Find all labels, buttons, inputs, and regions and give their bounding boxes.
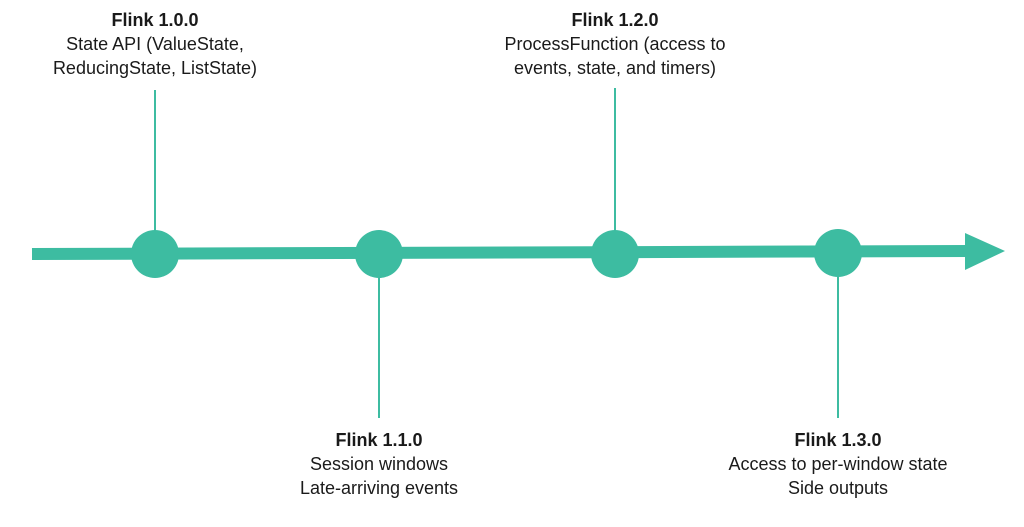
milestone-version: Flink 1.1.0 [335,430,423,450]
milestone-version: Flink 1.2.0 [571,10,659,30]
milestone-description: ProcessFunction (access to [504,34,726,54]
milestone-description: events, state, and timers) [513,58,717,78]
milestone-version: Flink 1.3.0 [794,430,882,450]
milestone-dot-4 [814,229,862,277]
milestone-description: Access to per-window state [728,454,948,474]
timeline-axis [31,245,971,260]
milestone-dot-3 [591,230,639,278]
timeline-arrowhead [965,233,1005,270]
milestone-label-4: Flink 1.3.0 Access to per-window state S… [728,428,947,500]
milestone-version: Flink 1.0.0 [111,10,199,30]
milestone-label-2: Flink 1.1.0 Session windows Late-arrivin… [300,428,458,500]
milestone-description: Side outputs [787,478,889,498]
milestone-description: Late-arriving events [299,478,459,498]
milestone-label-3: Flink 1.2.0 ProcessFunction (access to e… [504,8,725,80]
milestone-label-1: Flink 1.0.0 State API (ValueState, Reduc… [53,8,257,80]
milestone-description: Session windows [309,454,449,474]
milestone-description: State API (ValueState, [66,34,244,54]
milestone-description: ReducingState, ListState) [52,58,258,78]
milestone-dot-2 [355,230,403,278]
milestone-dot-1 [131,230,179,278]
